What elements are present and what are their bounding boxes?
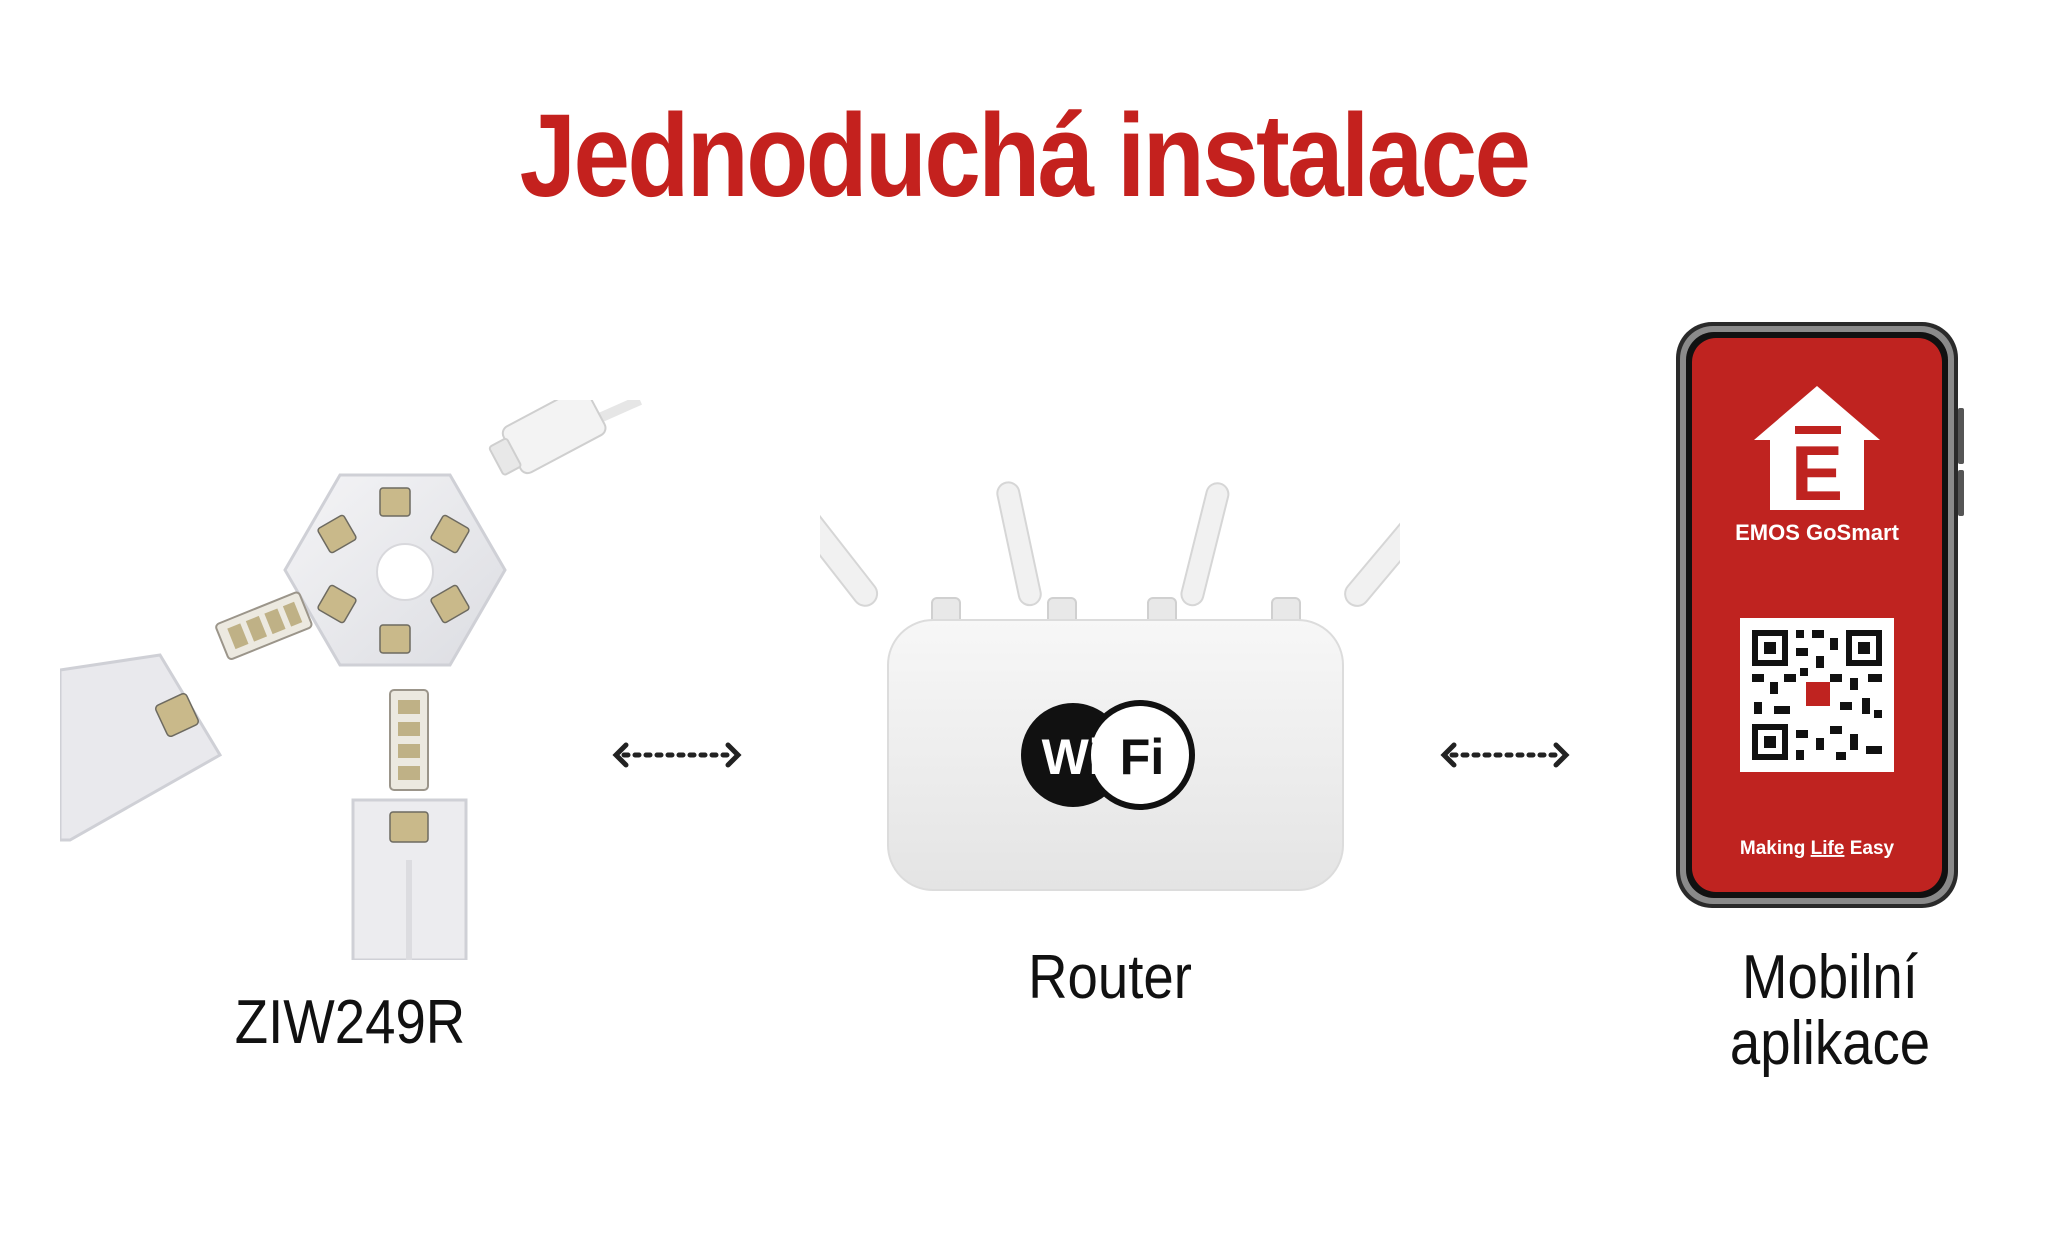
connector-arrow-router-phone [1440, 742, 1570, 768]
antenna [820, 481, 1400, 607]
power-cable [592, 400, 643, 425]
connector-piece [389, 689, 429, 791]
phone-label: Mobilní aplikace [1698, 945, 1962, 1077]
connector-arrow-device-router [612, 742, 742, 768]
light-strip-panel-left [60, 653, 223, 842]
light-strip-panel-bottom [351, 798, 468, 960]
app-tagline: Making Life Easy [1740, 838, 1895, 859]
phone-label-line2: aplikace [1729, 1009, 1931, 1078]
wifi-logo-right: Fi [1120, 729, 1164, 785]
wifi-logo-icon: Wi Fi [1021, 700, 1195, 810]
phone-label-line1: Mobilní [1742, 943, 1918, 1012]
emos-house-logo-icon: E [1754, 386, 1880, 517]
qr-code-icon [1740, 618, 1894, 772]
app-name: EMOS GoSmart [1735, 520, 1899, 545]
router-label: Router [1028, 943, 1192, 1012]
router-illustration: Wi Fi [820, 481, 1400, 891]
connector-piece [215, 591, 313, 661]
wifi-logo-left: Wi [1042, 729, 1103, 785]
device-illustration [60, 400, 643, 960]
device-label: ZIW249R [234, 988, 466, 1057]
page-title: Jednoduchá instalace [519, 90, 1531, 222]
emos-logo-letter: E [1791, 429, 1843, 517]
hexagon-hub [283, 473, 507, 667]
phone-illustration: E EMOS GoSmart Making Life Easy [1676, 322, 1964, 908]
power-plug-icon [488, 400, 607, 476]
